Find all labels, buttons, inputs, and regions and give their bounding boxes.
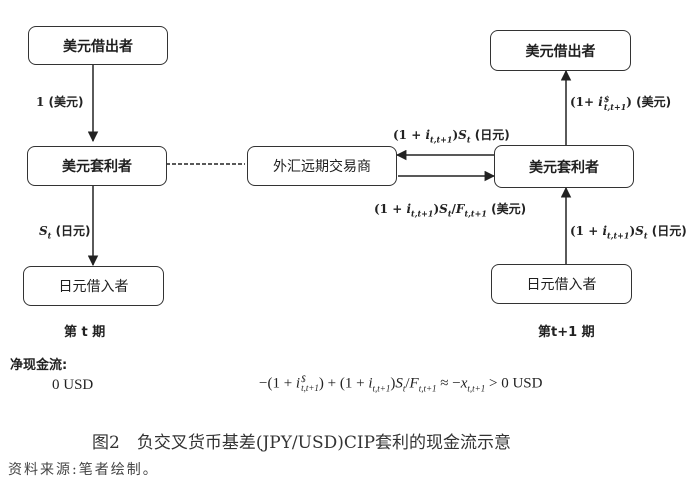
flow-label-dealer-to-arbitrageur: (1 + it,t+1)St/Ft,t+1 (美元) (374, 202, 527, 219)
box-usd-lender-t1: 美元借出者 (490, 30, 631, 71)
flow-label-st-jpy: St (日元) (39, 224, 91, 241)
box-label: 美元借出者 (525, 43, 596, 60)
box-jpy-borrower-t: 日元借入者 (23, 266, 164, 306)
box-label: 美元套利者 (62, 159, 132, 175)
box-label: 日元借入者 (526, 277, 597, 293)
box-label: 美元借出者 (63, 38, 133, 55)
net-cash-flow-t1-formula: −(1 + i$t,t+1) + (1 + it,t+1)St/Ft,t+1 ≈… (259, 374, 543, 394)
box-label: 外汇远期交易商 (273, 159, 371, 175)
box-usd-lender-t: 美元借出者 (28, 26, 168, 65)
box-usd-arbitrageur-t: 美元套利者 (27, 146, 167, 186)
box-label: 日元借入者 (58, 279, 129, 295)
flow-label-arbitrageur-to-dealer: (1 + it,t+1)St (日元) (393, 128, 510, 145)
box-fx-forward-dealer: 外汇远期交易商 (247, 146, 397, 186)
period-label-t1: 第t+1 期 (538, 325, 595, 340)
box-label: 美元套利者 (529, 159, 599, 176)
figure-caption: 图2 负交叉货币基差(JPY/USD)CIP套利的现金流示意 (92, 433, 512, 453)
net-cash-flow-title: 净现金流: (10, 358, 68, 373)
flow-label-arbitrageur-to-lender: (1+ i$t,t+1) (美元) (570, 93, 672, 112)
period-label-t: 第 t 期 (64, 325, 106, 340)
figure-source: 资料来源:笔者绘制。 (8, 462, 159, 478)
box-jpy-borrower-t1: 日元借入者 (491, 264, 632, 304)
flow-label-1-usd: 1 (美元) (36, 95, 84, 109)
box-usd-arbitrageur-t1: 美元套利者 (494, 145, 634, 188)
net-cash-flow-t: 0 USD (52, 377, 94, 393)
flow-label-borrower-to-arbitrageur: (1 + it,t+1)St (日元) (570, 224, 687, 241)
